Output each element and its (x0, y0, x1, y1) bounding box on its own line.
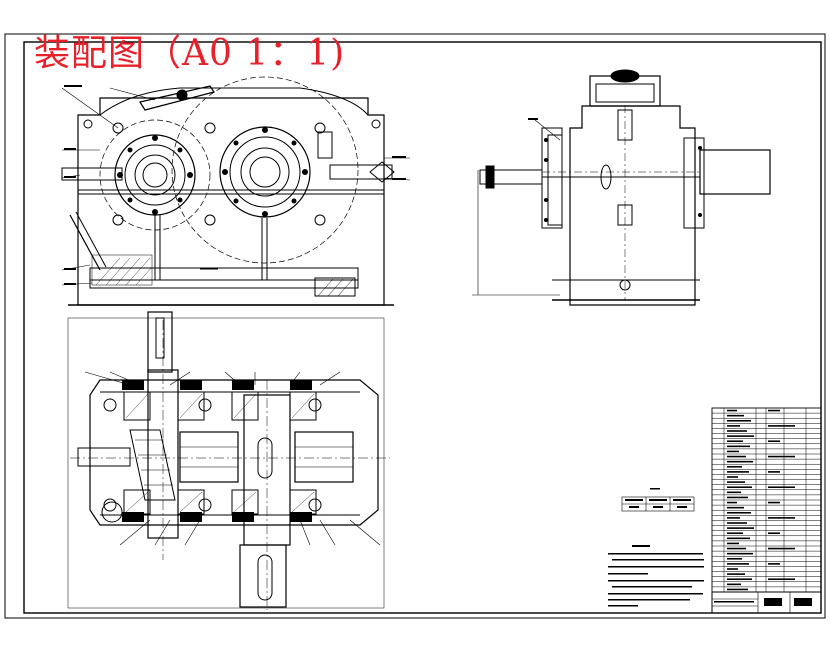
outer-border (4, 33, 826, 619)
title-block (711, 591, 822, 614)
parts-list-entry (727, 552, 753, 555)
parts-list-entry (727, 419, 751, 422)
parts-list-entry (727, 522, 747, 524)
parts-list-entry (727, 425, 740, 427)
parts-list-entry (727, 414, 744, 417)
parts-list-material (768, 501, 780, 504)
parts-list-material (768, 425, 795, 427)
parts-list-entry (727, 465, 742, 468)
parts-list-entry (727, 542, 739, 545)
parts-list-entry (727, 435, 754, 437)
parts-list-material (768, 563, 780, 565)
parts-list-entry (727, 430, 747, 432)
inner-border (23, 41, 822, 614)
parts-list-entry (727, 440, 743, 443)
parts-list-material (768, 440, 780, 443)
parts-list-material (768, 409, 780, 412)
parts-list-entry (727, 506, 744, 509)
parts-list-entry (727, 527, 754, 529)
parts-list-entry (727, 532, 743, 535)
parts-list-entry (727, 578, 752, 581)
side-view (472, 69, 771, 306)
parts-list-entry (727, 501, 737, 504)
parts-list-entry (727, 573, 745, 575)
tech-requirements (608, 545, 704, 607)
parts-list-entry (727, 450, 739, 453)
parts-list-entry (727, 460, 753, 463)
parts-list-entry (727, 471, 749, 473)
parts-list-material (768, 455, 795, 458)
parts-list-entry (727, 455, 746, 458)
parts-list-entry (727, 445, 750, 448)
parts-list-entry (727, 517, 740, 519)
parts-list-entry (727, 557, 742, 560)
parts-list-entry (727, 547, 746, 550)
parts-list-material (768, 486, 795, 489)
parts-list-entry (727, 409, 737, 412)
parts-list-entry (727, 481, 745, 483)
parts-list-material (768, 471, 780, 473)
parts-list (711, 407, 822, 593)
parts-list-entry (727, 496, 748, 499)
parts-list-entry (727, 583, 741, 586)
parts-list-entry (727, 563, 749, 565)
parts-list-material (768, 578, 795, 581)
parts-list-entry (727, 537, 750, 540)
front-view (61, 76, 411, 306)
top-section-view (67, 311, 390, 610)
parts-list-entry (727, 568, 738, 570)
parts-list-material (768, 532, 780, 535)
parts-list-entry (727, 491, 741, 494)
parts-list-entry (727, 511, 751, 514)
parts-list-material (768, 547, 795, 550)
parts-list-material (768, 517, 795, 519)
parts-list-entry (727, 588, 748, 591)
parts-list-entry (727, 486, 752, 489)
tech-params-table (621, 488, 695, 512)
parts-list-entry (727, 476, 738, 478)
drawing-title: 装配图（A0 1：1) (34, 33, 346, 74)
